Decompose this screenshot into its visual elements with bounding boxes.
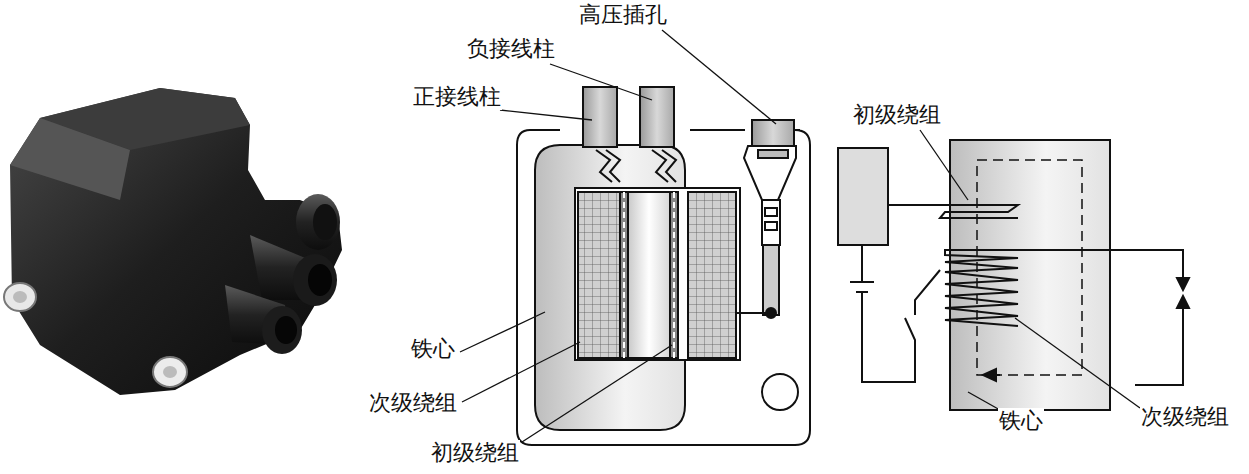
ignition-schematic [838, 140, 1189, 410]
coil-cross-section [517, 87, 810, 445]
part-label: 铁心 [410, 336, 456, 362]
part-label: 初级绕组 [852, 102, 942, 128]
part-label: 负接线柱 [466, 36, 556, 62]
part-label: 次级绕组 [368, 390, 458, 416]
part-label: 初级绕组 [430, 440, 520, 466]
leader-lines [460, 30, 1140, 442]
coil-photo [4, 88, 342, 395]
part-label: 铁心 [998, 408, 1044, 434]
part-label: 正接线柱 [412, 84, 502, 110]
part-label: 次级绕组 [1140, 404, 1230, 430]
part-label: 高压插孔 [578, 2, 668, 28]
